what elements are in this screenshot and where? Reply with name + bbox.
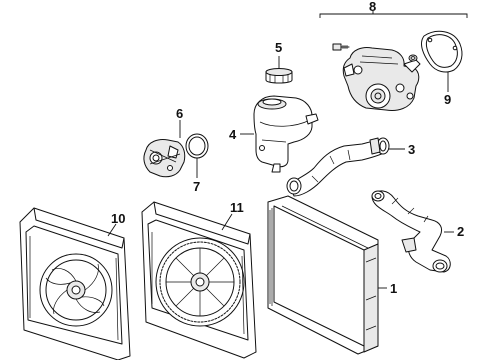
callout-7: 7	[193, 179, 200, 194]
callout-8: 8	[369, 0, 376, 14]
lower-radiator-hose[interactable]	[371, 190, 451, 273]
fan-shroud-assembly[interactable]	[19, 207, 131, 360]
thermostat-o-ring[interactable]	[185, 133, 209, 159]
callout-3: 3	[408, 142, 415, 157]
callout-9: 9	[444, 92, 451, 107]
callout-2: 2	[457, 224, 464, 239]
leader-lines	[107, 56, 454, 289]
pump-gasket[interactable]	[421, 30, 463, 73]
thermostat-housing[interactable]	[143, 139, 186, 178]
callout-4: 4	[229, 127, 237, 142]
expansion-tank[interactable]	[253, 95, 319, 173]
reservoir-cap[interactable]	[265, 68, 293, 84]
group-bracket-8	[319, 11, 468, 18]
callout-labels: 1 2 3 4 5 6 7 8 9 10 11	[111, 0, 464, 296]
radiator[interactable]	[267, 195, 379, 355]
callout-5: 5	[275, 40, 282, 55]
callout-6: 6	[176, 106, 183, 121]
water-pump-assembly[interactable]	[332, 43, 421, 111]
pump-bolt	[332, 43, 350, 51]
callout-11: 11	[230, 200, 244, 215]
fan-shroud-assembly-2[interactable]	[141, 201, 257, 359]
callout-10: 10	[111, 211, 125, 226]
callout-1: 1	[390, 281, 397, 296]
upper-radiator-hose[interactable]	[286, 137, 390, 197]
